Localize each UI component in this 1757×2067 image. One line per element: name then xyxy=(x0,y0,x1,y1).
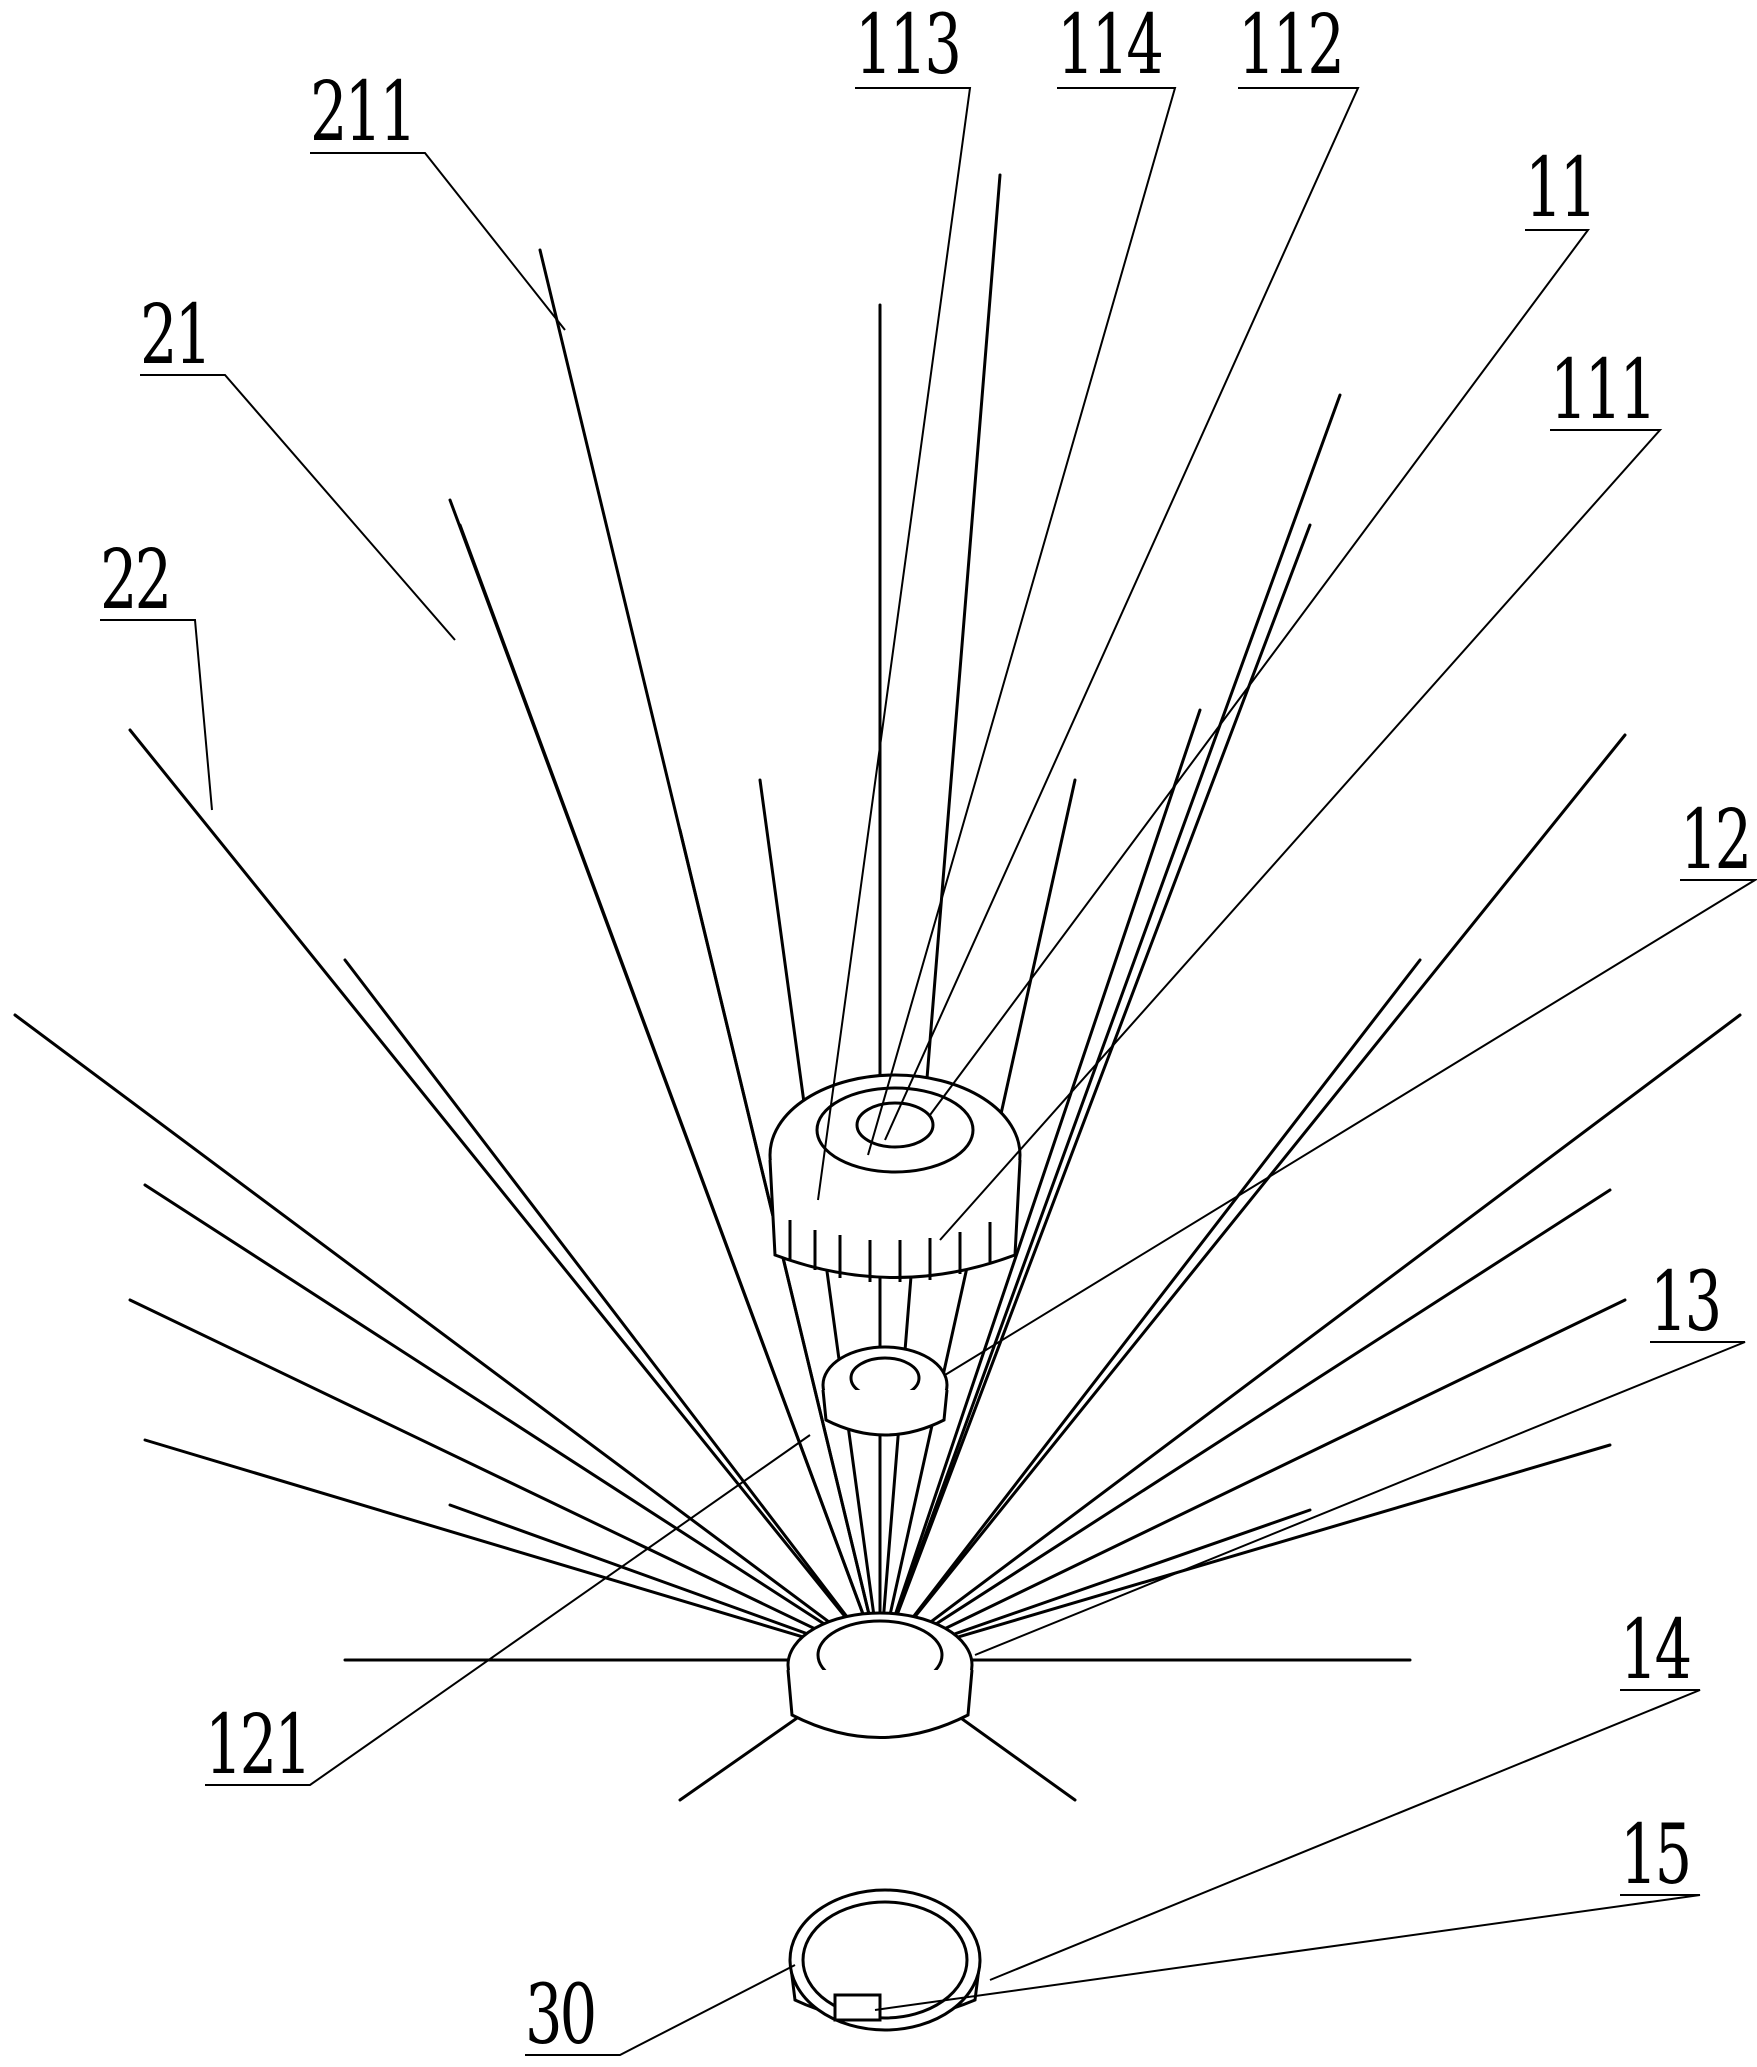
label-13: 13 xyxy=(1650,1255,1722,1350)
spike-rod xyxy=(128,1298,882,1662)
label-21: 21 xyxy=(140,288,212,383)
label-114: 114 xyxy=(1057,0,1164,93)
spike-rod xyxy=(128,728,882,1662)
spike-rods xyxy=(13,173,1742,1802)
spike-rod xyxy=(13,1013,882,1662)
base-cup xyxy=(788,1888,982,2032)
leader-lines xyxy=(100,87,1757,2056)
label-22: 22 xyxy=(100,533,172,628)
bottom-hub xyxy=(786,1611,974,1739)
spike-rod xyxy=(343,958,882,1662)
label-113: 113 xyxy=(855,0,962,93)
spike-rod xyxy=(878,1013,1742,1662)
label-211: 211 xyxy=(310,65,417,160)
spike-rod xyxy=(878,1188,1612,1662)
spike-rod xyxy=(878,523,1312,1662)
spike-rod xyxy=(878,1298,1627,1662)
spike-rod xyxy=(878,708,1202,1662)
middle-ring xyxy=(821,1345,949,1437)
label-111: 111 xyxy=(1550,343,1657,438)
label-112: 112 xyxy=(1238,0,1345,93)
top-cap xyxy=(768,1073,1022,1282)
label-15: 15 xyxy=(1620,1808,1692,1903)
label-12: 12 xyxy=(1680,793,1752,888)
spike-rod xyxy=(878,733,1627,1662)
label-11: 11 xyxy=(1525,141,1597,236)
spike-rod xyxy=(143,1183,882,1662)
label-121: 121 xyxy=(205,1698,312,1793)
spike-rod xyxy=(143,1438,882,1662)
spike-rod xyxy=(878,393,1342,1662)
spike-rod xyxy=(448,498,882,1662)
spike-rod xyxy=(878,173,1002,1662)
spike-rod xyxy=(878,1443,1612,1662)
label-30: 30 xyxy=(525,1968,597,2063)
label-14: 14 xyxy=(1620,1603,1692,1698)
spike-rod xyxy=(878,958,1422,1662)
